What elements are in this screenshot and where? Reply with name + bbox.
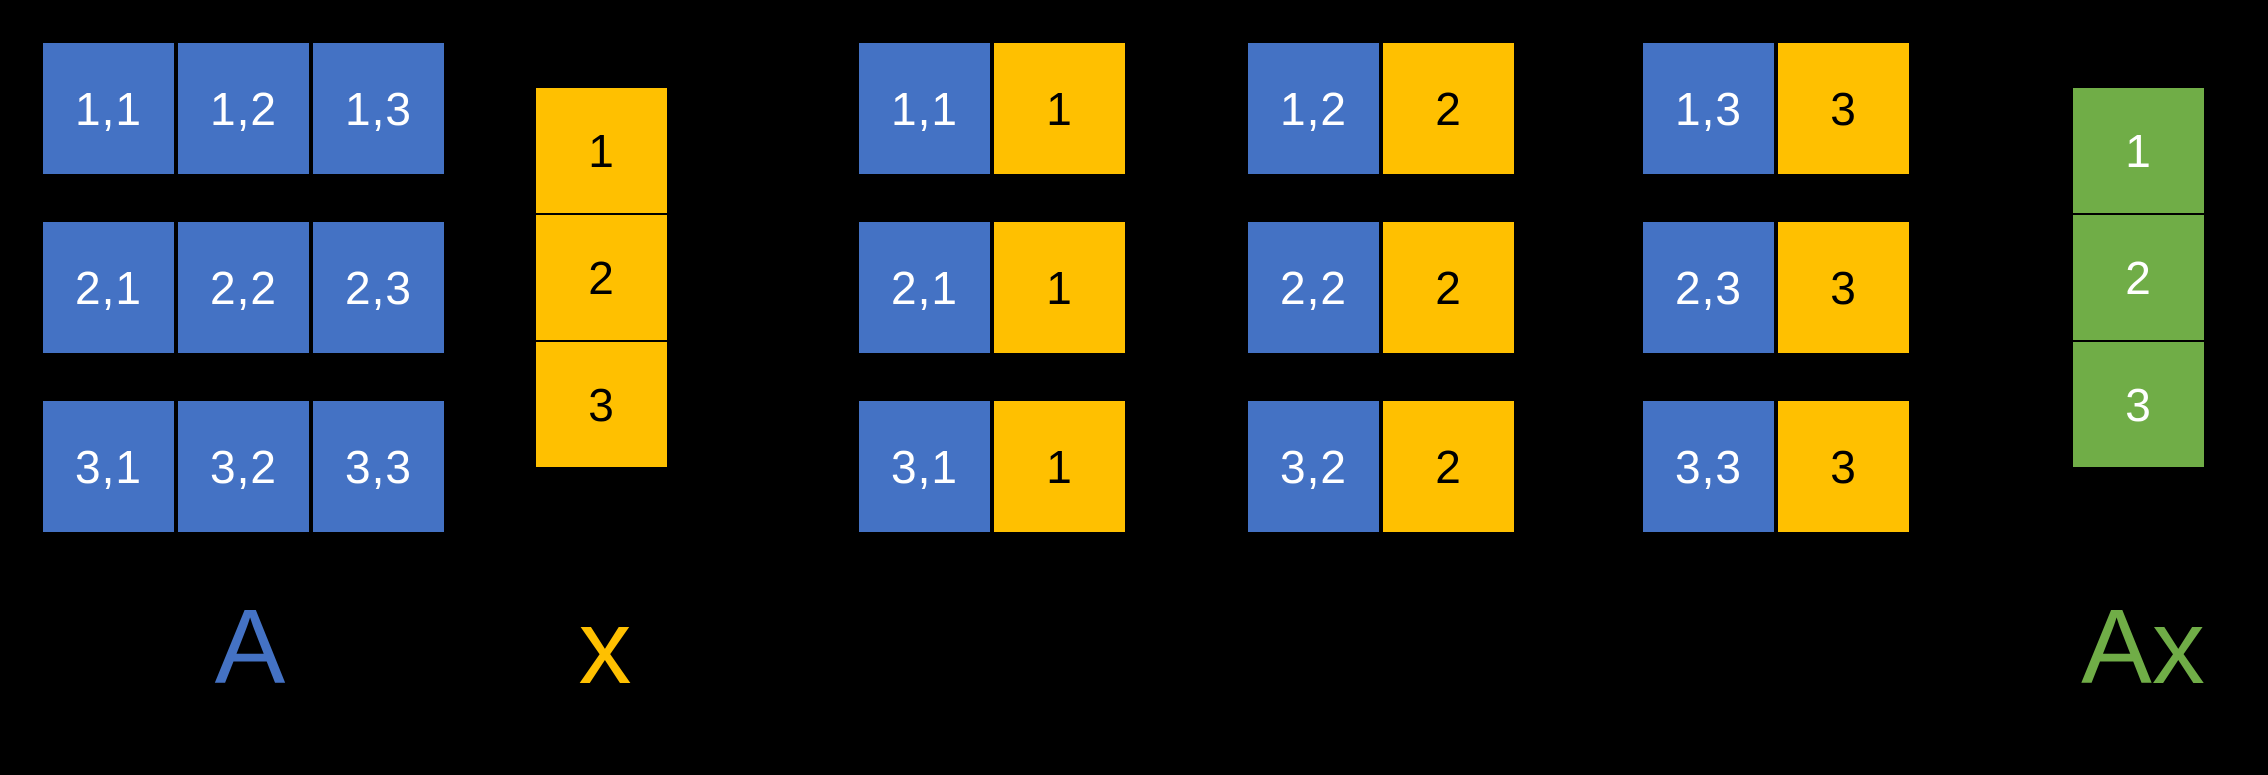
pair-x-cell-1: 1 xyxy=(994,222,1125,353)
product-column-2: 1,2 2 2,2 2 3,2 2 xyxy=(1248,43,1514,532)
pair-a-cell-2-1: 2,1 xyxy=(859,222,990,353)
matrix-a: 1,1 1,2 1,3 2,1 2,2 2,3 3,1 3,2 3,3 xyxy=(43,43,444,532)
product-pair: 1,1 1 xyxy=(859,43,1125,174)
label-vector-ax: Ax xyxy=(2081,588,2205,706)
product-pair: 3,3 3 xyxy=(1643,401,1909,532)
matrix-a-cell-1-1: 1,1 xyxy=(43,43,174,174)
matrix-a-cell-2-3: 2,3 xyxy=(313,222,444,353)
pair-a-cell-3-2: 3,2 xyxy=(1248,401,1379,532)
pair-a-cell-1-3: 1,3 xyxy=(1643,43,1774,174)
vector-ax-cell-1: 1 xyxy=(2073,88,2204,213)
label-matrix-a: A xyxy=(214,588,286,706)
pair-a-cell-2-2: 2,2 xyxy=(1248,222,1379,353)
vector-x-cell-3: 3 xyxy=(536,342,667,467)
product-pair: 2,1 1 xyxy=(859,222,1125,353)
matrix-a-cell-1-2: 1,2 xyxy=(178,43,309,174)
matrix-a-cell-3-1: 3,1 xyxy=(43,401,174,532)
pair-x-cell-1: 1 xyxy=(994,401,1125,532)
pair-x-cell-3: 3 xyxy=(1778,401,1909,532)
product-pair: 2,2 2 xyxy=(1248,222,1514,353)
product-pair: 3,1 1 xyxy=(859,401,1125,532)
pair-x-cell-2: 2 xyxy=(1383,222,1514,353)
pair-a-cell-1-1: 1,1 xyxy=(859,43,990,174)
pair-a-cell-3-1: 3,1 xyxy=(859,401,990,532)
pair-x-cell-3: 3 xyxy=(1778,222,1909,353)
matrix-a-cell-3-3: 3,3 xyxy=(313,401,444,532)
pair-x-cell-1: 1 xyxy=(994,43,1125,174)
vector-ax-cell-2: 2 xyxy=(2073,215,2204,340)
matrix-a-cell-3-2: 3,2 xyxy=(178,401,309,532)
pair-a-cell-2-3: 2,3 xyxy=(1643,222,1774,353)
product-pair: 3,2 2 xyxy=(1248,401,1514,532)
vector-ax: 1 2 3 xyxy=(2073,88,2204,467)
product-pair: 1,3 3 xyxy=(1643,43,1909,174)
matrix-a-cell-2-1: 2,1 xyxy=(43,222,174,353)
pair-x-cell-2: 2 xyxy=(1383,43,1514,174)
label-vector-x: x xyxy=(578,588,632,706)
vector-x-cell-2: 2 xyxy=(536,215,667,340)
pair-x-cell-2: 2 xyxy=(1383,401,1514,532)
vector-x-cell-1: 1 xyxy=(536,88,667,213)
product-column-3: 1,3 3 2,3 3 3,3 3 xyxy=(1643,43,1909,532)
product-column-1: 1,1 1 2,1 1 3,1 1 xyxy=(859,43,1125,532)
product-pair: 1,2 2 xyxy=(1248,43,1514,174)
product-pair: 2,3 3 xyxy=(1643,222,1909,353)
vector-ax-cell-3: 3 xyxy=(2073,342,2204,467)
pair-x-cell-3: 3 xyxy=(1778,43,1909,174)
pair-a-cell-1-2: 1,2 xyxy=(1248,43,1379,174)
vector-x: 1 2 3 xyxy=(536,88,667,467)
pair-a-cell-3-3: 3,3 xyxy=(1643,401,1774,532)
matrix-a-cell-2-2: 2,2 xyxy=(178,222,309,353)
matrix-a-cell-1-3: 1,3 xyxy=(313,43,444,174)
